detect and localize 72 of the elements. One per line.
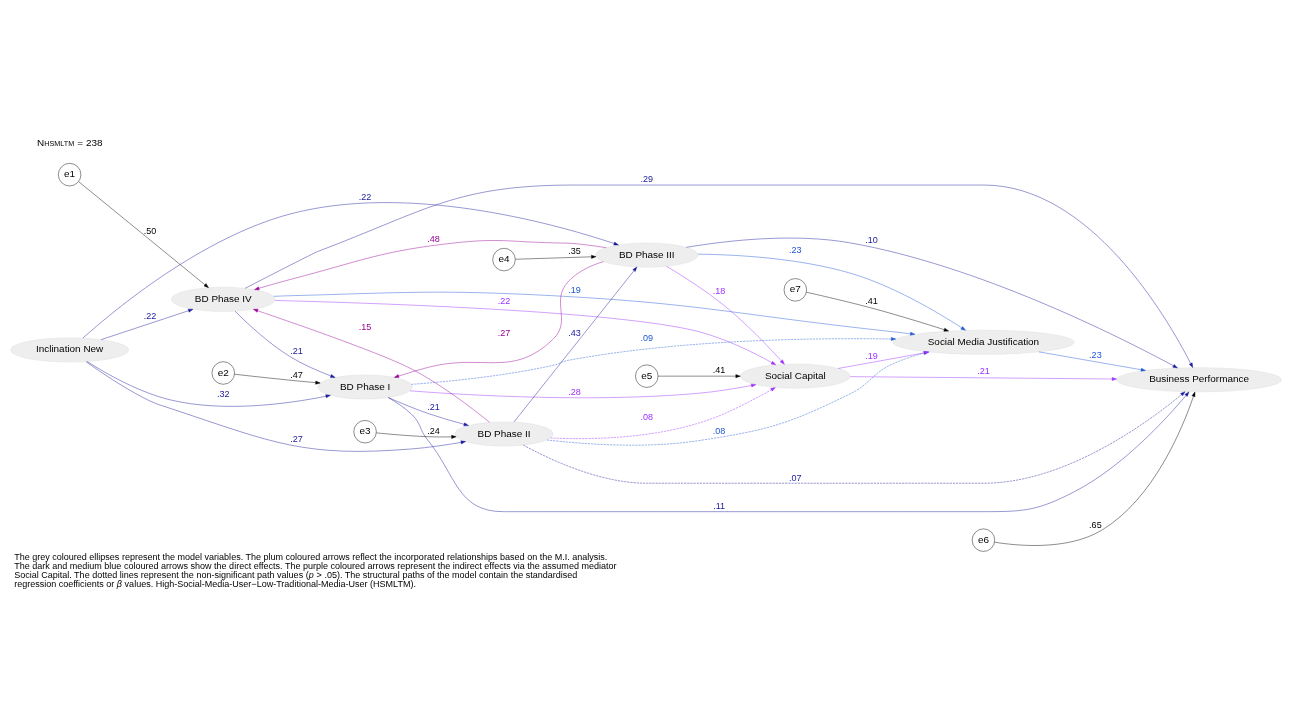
edge-label: .22 [358,191,372,202]
arrow [806,292,949,332]
node-circle: e3 [353,420,377,444]
edge-label: .41 [712,365,726,376]
arrow [78,181,209,288]
edge-label: .65 [1089,519,1102,530]
arrow [666,266,785,365]
edge-label: .32 [216,389,230,400]
edge-label: .21 [427,402,440,413]
edge-label: .41 [865,295,878,306]
node-circle: e5 [635,364,659,388]
arrow [394,261,604,378]
arrow [100,308,194,340]
edge-label: .35 [568,246,581,257]
node-ellipse: Inclination New [10,337,129,363]
edge-label: .21 [977,365,990,376]
arrow [244,184,1193,368]
arrow [515,255,597,260]
arrow [387,391,1190,512]
edge-label: .15 [358,321,372,332]
node-circle: e7 [783,278,807,302]
arrow [376,432,457,439]
arrow [994,391,1196,546]
edge-label: .50 [143,226,157,237]
edge-label: .24 [427,425,440,436]
label: NHSMLTM = 238 [37,137,103,149]
edge-label: .07 [789,472,802,483]
arrow [523,391,1186,484]
edge-label: .47 [290,369,303,380]
node-circle: e6 [971,528,995,552]
arrow [850,376,1117,381]
node-circle: e4 [492,248,516,272]
edge-label: .11 [713,500,726,511]
caption: The grey coloured ellipses represent the model variables. The plum coloured arrows reflect the incorporated relationships based on the M.I. analysis. The dark and medium blue coloured arrows show the direct effects. The purple coloured arrows represent the indirect effects via the assumed mediator Social Capital. The dotted lines represent the non-significant path values (p > .05). The structural paths of the model contain the standardised regression coefficients or β values. High-Social-Media-User−Low-Traditional-Media-User (HSMLTM). [14,552,617,590]
edge-label: .27 [290,434,303,445]
edge-label: .08 [640,412,654,423]
edge-label: .23 [1089,350,1102,361]
edge-label: .27 [497,328,511,339]
edge-label: .10 [865,234,878,245]
edge-label: .19 [568,285,581,296]
arrow [411,337,896,385]
edge-label: .22 [497,296,511,307]
edge-label: .22 [143,310,157,321]
arrow [253,309,490,423]
edge-label: .23 [789,244,802,255]
edge-label: .09 [640,333,654,344]
edge-label: .29 [640,174,654,185]
arrow [234,310,336,378]
node-circle: e1 [58,163,82,187]
arrow [273,291,916,336]
edge-label: .43 [568,328,581,339]
edge-label: .21 [290,346,303,357]
edge-label: .19 [865,351,878,362]
arrow [254,240,607,291]
edge-label: .28 [568,386,581,397]
arrow [274,300,776,365]
arrow [550,387,776,439]
arrow [388,397,469,427]
arrow [697,253,966,331]
node-circle: e2 [211,361,235,385]
edge-label: .08 [712,425,726,436]
arrow [657,374,741,378]
arrow [686,237,1178,369]
arrow [1038,351,1146,372]
arrow [513,266,638,423]
arrow [87,361,331,407]
arrow [85,361,466,452]
arrow [409,383,757,398]
arrow [82,202,619,339]
edge-label: .48 [427,233,440,244]
edge-label: .18 [712,286,726,297]
arrow [234,374,321,385]
